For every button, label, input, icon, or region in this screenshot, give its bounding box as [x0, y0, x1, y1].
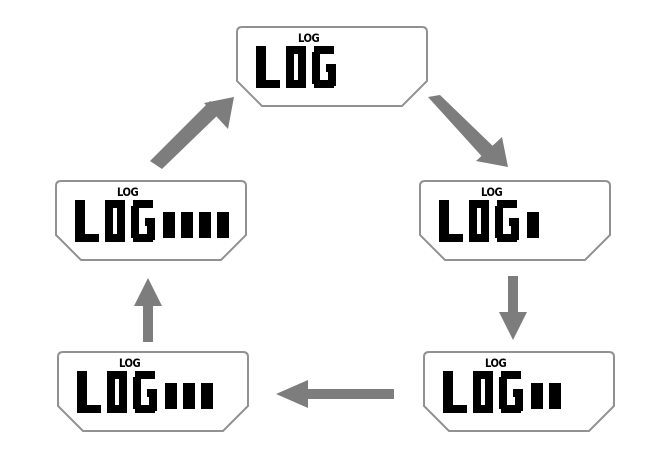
mini-log-label: LOG	[117, 186, 139, 200]
arrow-top-to-right	[424, 95, 514, 170]
arrow-bottom-right-to-bottom-left	[274, 379, 394, 409]
mini-log-label: LOG	[298, 32, 320, 46]
panel-content: LOG	[419, 180, 611, 261]
indicator-dots	[165, 383, 213, 409]
node-log-0[interactable]: LOG	[236, 26, 428, 107]
panel-content: LOG	[55, 180, 247, 261]
indicator-dot	[163, 212, 175, 238]
node-log-2[interactable]: LOG	[423, 351, 615, 432]
indicator-dots	[531, 383, 561, 409]
indicator-dots	[527, 212, 539, 238]
indicator-dot	[165, 383, 177, 409]
mini-log-label: LOG	[485, 357, 507, 371]
indicator-dot	[201, 383, 213, 409]
big-log-label	[75, 367, 163, 417]
big-log-label	[441, 367, 529, 417]
indicator-dot	[217, 212, 229, 238]
node-log-3[interactable]: LOG	[57, 351, 249, 432]
big-log-label	[254, 42, 342, 92]
node-log-1[interactable]: LOG	[419, 180, 611, 261]
indicator-dot	[549, 383, 561, 409]
mini-log-label: LOG	[119, 357, 141, 371]
indicator-dot	[181, 212, 193, 238]
panel-content: LOG	[57, 351, 249, 432]
big-log-label	[73, 196, 161, 246]
arrow-left-to-top	[148, 95, 238, 170]
arrow-right-to-bottom-right	[498, 276, 528, 342]
indicator-dot	[183, 383, 195, 409]
arrow-bottom-left-to-left	[133, 276, 163, 342]
panel-content: LOG	[423, 351, 615, 432]
panel-content: LOG	[236, 26, 428, 107]
indicator-dots	[163, 212, 229, 238]
mini-log-label: LOG	[481, 186, 503, 200]
indicator-dot	[531, 383, 543, 409]
node-log-4[interactable]: LOG	[55, 180, 247, 261]
big-log-label	[437, 196, 525, 246]
indicator-dot	[199, 212, 211, 238]
indicator-dot	[527, 212, 539, 238]
